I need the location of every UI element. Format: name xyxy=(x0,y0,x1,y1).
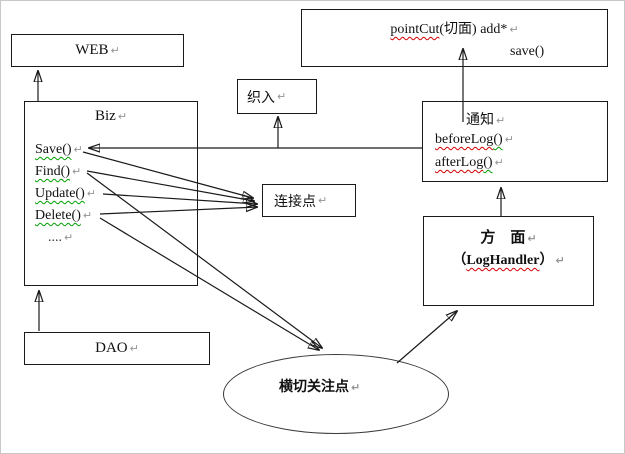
biz-ellipsis-row: ....↵ xyxy=(35,227,195,249)
advice-title: 通知↵ xyxy=(466,109,505,129)
advice-method-list: beforeLog()↵ afterLog()↵ xyxy=(435,128,514,174)
paragraph-mark: ↵ xyxy=(504,133,514,146)
crosscut-label: 横切关注点↵ xyxy=(279,376,360,396)
biz-box: Biz↵ Save()↵ Find()↵ Update()↵ Delete()↵… xyxy=(24,101,198,286)
paragraph-mark: ↵ xyxy=(277,90,287,103)
pointcut-rest: (切面) add* xyxy=(439,22,508,37)
biz-save-method: Save()↵ xyxy=(35,139,195,161)
dao-box: DAO↵ xyxy=(24,332,210,365)
arrow-crosscut-to-aspect xyxy=(396,311,457,364)
paragraph-mark: ↵ xyxy=(110,44,120,57)
biz-delete-method: Delete()↵ xyxy=(35,205,195,227)
aspect-box: 方 面↵ （LogHandler）↵ xyxy=(423,216,594,306)
method-parens: () xyxy=(483,155,493,170)
crosscut-ellipse: 横切关注点↵ xyxy=(223,354,449,434)
aspect-paren-close: ） xyxy=(539,253,554,268)
paragraph-mark: ↵ xyxy=(494,156,504,169)
paragraph-mark: ↵ xyxy=(509,23,519,36)
aspect-subtitle: （LogHandler）↵ xyxy=(424,249,593,269)
dao-label: DAO xyxy=(95,340,128,356)
pointcut-save-label: save() xyxy=(510,44,545,59)
paragraph-mark: ↵ xyxy=(73,143,83,156)
web-label: WEB xyxy=(75,42,109,58)
method-label: beforeLog xyxy=(435,132,494,147)
advice-box: 通知↵ beforeLog()↵ afterLog()↵ xyxy=(422,101,608,182)
pointcut-word: pointCut xyxy=(390,22,440,37)
method-label: Find() xyxy=(35,164,70,179)
aspect-title: 方 面↵ xyxy=(424,226,593,247)
method-label: Update() xyxy=(35,186,85,201)
paragraph-mark: ↵ xyxy=(318,194,328,207)
pointcut-box: pointCut(切面) add*↵ save() xyxy=(301,9,608,67)
ellipsis-text: .... xyxy=(48,230,62,245)
joinpoint-box: 连接点↵ xyxy=(262,184,356,217)
joinpoint-label: 连接点 xyxy=(274,194,316,210)
method-label: Delete() xyxy=(35,208,81,223)
biz-title: Biz↵ xyxy=(25,108,197,125)
biz-find-method: Find()↵ xyxy=(35,161,195,183)
web-box: WEB↵ xyxy=(11,34,184,67)
beforelog-method: beforeLog()↵ xyxy=(435,128,514,151)
paragraph-mark: ↵ xyxy=(117,110,128,123)
paragraph-mark: ↵ xyxy=(129,342,139,355)
paragraph-mark: ↵ xyxy=(72,165,82,178)
paragraph-mark: ↵ xyxy=(86,187,96,200)
aspect-title-text: 方 面 xyxy=(480,230,526,246)
weave-box: 织入↵ xyxy=(237,79,317,114)
biz-update-method: Update()↵ xyxy=(35,183,195,205)
biz-method-list: Save()↵ Find()↵ Update()↵ Delete()↵ ....… xyxy=(35,139,195,249)
paragraph-mark: ↵ xyxy=(527,232,537,245)
method-label: afterLog xyxy=(435,155,484,170)
aspect-handler-name: LogHandler xyxy=(466,253,540,268)
aspect-paren-open: （ xyxy=(452,253,467,268)
paragraph-mark: ↵ xyxy=(496,114,506,127)
pointcut-line: pointCut(切面) add*↵ xyxy=(302,18,607,38)
advice-title-text: 通知 xyxy=(466,113,494,128)
paragraph-mark: ↵ xyxy=(351,381,361,394)
biz-title-text: Biz xyxy=(94,108,116,124)
crosscut-label-text: 横切关注点 xyxy=(279,380,349,395)
method-label: Save() xyxy=(35,142,72,157)
paragraph-mark: ↵ xyxy=(64,231,74,244)
paragraph-mark: ↵ xyxy=(82,209,93,222)
afterlog-method: afterLog()↵ xyxy=(435,151,514,174)
weave-label: 织入 xyxy=(247,90,275,106)
method-parens: () xyxy=(493,132,503,147)
paragraph-mark: ↵ xyxy=(555,254,565,267)
